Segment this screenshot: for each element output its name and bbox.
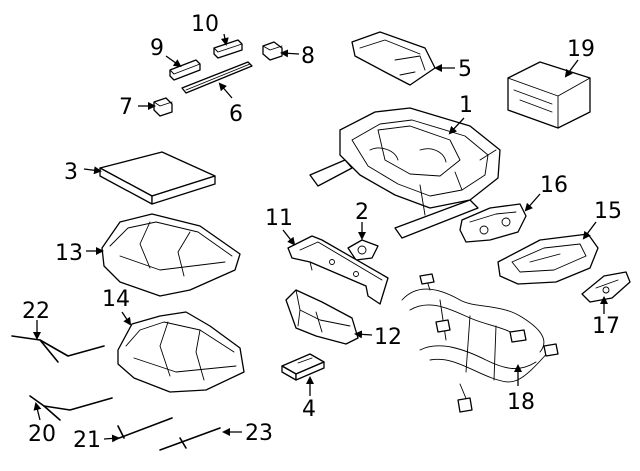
part-14-seat-cover	[117, 311, 245, 393]
callout-20: 20	[28, 422, 56, 447]
callout-12: 12	[374, 325, 402, 350]
leader-3	[83, 166, 102, 175]
part-7-clip	[153, 97, 173, 117]
leader-20	[33, 402, 42, 421]
callout-21: 21	[73, 428, 101, 453]
part-11-support	[287, 235, 389, 305]
part-21-wire-rod	[113, 417, 173, 441]
callout-1: 1	[459, 93, 473, 118]
part-13-cushion-foam	[101, 213, 241, 297]
part-9-bracket	[169, 59, 201, 81]
callout-10: 10	[191, 12, 219, 37]
leader-8	[280, 49, 300, 58]
callout-7: 7	[119, 95, 133, 120]
part-19-control-module	[507, 61, 591, 129]
leader-16	[524, 193, 541, 212]
callout-19: 19	[567, 37, 595, 62]
part-15-side-trim	[497, 233, 599, 285]
leader-14	[121, 311, 132, 326]
leader-12	[354, 330, 373, 339]
callout-23: 23	[245, 421, 273, 446]
part-22-wire-rod	[11, 335, 105, 363]
leader-11	[282, 229, 296, 246]
callout-13: 13	[55, 241, 83, 266]
part-8-clip	[262, 41, 283, 61]
callout-9: 9	[150, 36, 164, 61]
callout-2: 2	[355, 200, 369, 225]
callout-16: 16	[540, 173, 568, 198]
leader-9	[165, 55, 182, 68]
part-1-seat-frame	[309, 107, 501, 239]
leader-19	[564, 59, 579, 78]
part-16-motor	[459, 203, 527, 243]
callout-14: 14	[102, 287, 130, 312]
part-10-bracket	[213, 39, 243, 59]
leader-10	[220, 33, 229, 46]
part-17-switch	[581, 271, 631, 303]
callout-5: 5	[458, 57, 472, 82]
callout-8: 8	[301, 44, 315, 69]
leader-15	[582, 221, 597, 240]
leader-1	[448, 117, 465, 135]
leader-21	[103, 434, 120, 443]
part-6-rail	[181, 61, 253, 94]
part-4-label	[281, 353, 325, 381]
part-5-cover	[351, 31, 436, 86]
callout-11: 11	[265, 206, 293, 231]
callout-6: 6	[229, 102, 243, 127]
part-12-side-shield	[285, 289, 359, 345]
part-3-cushion-pad	[99, 151, 216, 205]
callout-18: 18	[507, 390, 535, 415]
callout-22: 22	[22, 299, 50, 324]
leader-6	[218, 82, 233, 99]
callout-17: 17	[592, 314, 620, 339]
part-18-wiring-harness	[401, 273, 559, 413]
part-20-wire-rod	[29, 395, 113, 421]
callout-3: 3	[64, 160, 78, 185]
callout-4: 4	[302, 397, 316, 422]
part-2-clip	[347, 234, 379, 261]
callout-15: 15	[594, 199, 622, 224]
part-23-wire-rod	[159, 427, 221, 451]
